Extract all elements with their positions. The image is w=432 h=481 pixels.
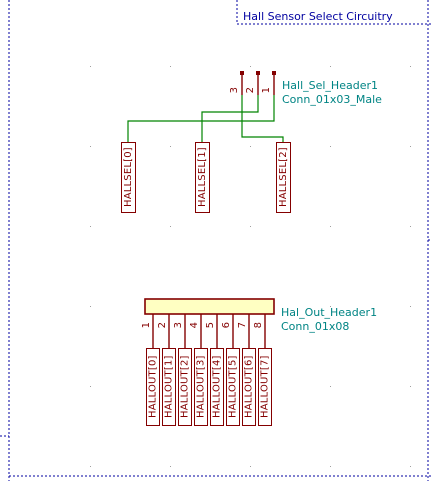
hallout-label: HALLOUT[4]	[210, 348, 224, 426]
grid-dot	[250, 466, 251, 467]
grid-dot	[250, 226, 251, 227]
hall-sel-header-pin-tips	[240, 71, 276, 75]
hal-out-pin-number: 4	[189, 322, 200, 329]
grid-dot	[170, 226, 171, 227]
hall-sel-header-pins	[241, 74, 275, 95]
hal-out-header-value: Conn_01x08	[281, 320, 350, 333]
grid-dot	[330, 66, 331, 67]
hal-out-header-pins	[152, 314, 266, 348]
grid-dot	[410, 466, 411, 467]
hal-out-pin-number: 3	[173, 322, 184, 329]
grid-dot	[90, 226, 91, 227]
hal-out-pin-number: 1	[141, 322, 152, 329]
grid-dot	[170, 66, 171, 67]
grid-dot	[410, 226, 411, 227]
sheet-title: Hall Sensor Select Circuitry	[243, 10, 393, 23]
hallout-label: HALLOUT[5]	[226, 348, 240, 426]
hallsel-label: HALLSEL[0]	[121, 142, 136, 213]
grid-dot	[90, 466, 91, 467]
grid-dot	[170, 146, 171, 147]
hal-out-pin-number: 2	[157, 322, 168, 329]
grid-dot	[410, 66, 411, 67]
grid-dot	[170, 466, 171, 467]
grid-dot	[330, 306, 331, 307]
hall-sel-pin-number: 1	[261, 87, 272, 94]
grid-dot	[90, 146, 91, 147]
hal-out-pin-number: 8	[253, 322, 264, 329]
hall-sel-header-reference: Hall_Sel_Header1	[282, 79, 378, 92]
hallout-label: HALLOUT[1]	[162, 348, 176, 426]
hallout-label: HALLOUT[3]	[194, 348, 208, 426]
hal-out-pin-number: 5	[205, 322, 216, 329]
grid-dot	[330, 466, 331, 467]
grid-dot	[90, 66, 91, 67]
grid-dot	[410, 306, 411, 307]
hallout-label: HALLOUT[2]	[178, 348, 192, 426]
grid-dot	[330, 146, 331, 147]
grid-dots	[90, 66, 411, 467]
hall-sel-header-value: Conn_01x03_Male	[282, 93, 382, 106]
hal-out-header-reference: Hal_Out_Header1	[281, 306, 378, 319]
hallsel-label: HALLSEL[1]	[195, 142, 210, 213]
hal-out-header-body	[144, 298, 275, 315]
grid-dot	[330, 386, 331, 387]
wires	[127, 95, 284, 142]
hall-sel-pin-number: 2	[245, 87, 256, 94]
grid-dot	[90, 306, 91, 307]
hallout-label: HALLOUT[0]	[146, 348, 160, 426]
grid-dot	[330, 226, 331, 227]
grid-dot	[410, 386, 411, 387]
grid-dot	[90, 386, 91, 387]
hallsel-label: HALLSEL[2]	[276, 142, 291, 213]
grid-dot	[250, 146, 251, 147]
hallout-label: HALLOUT[6]	[242, 348, 256, 426]
hallout-label: HALLOUT[7]	[258, 348, 272, 426]
grid-dot	[250, 66, 251, 67]
hal-out-pin-number: 6	[221, 322, 232, 329]
hal-out-pin-number: 7	[237, 322, 248, 329]
hall-sel-pin-number: 3	[229, 87, 240, 94]
grid-dot	[410, 146, 411, 147]
